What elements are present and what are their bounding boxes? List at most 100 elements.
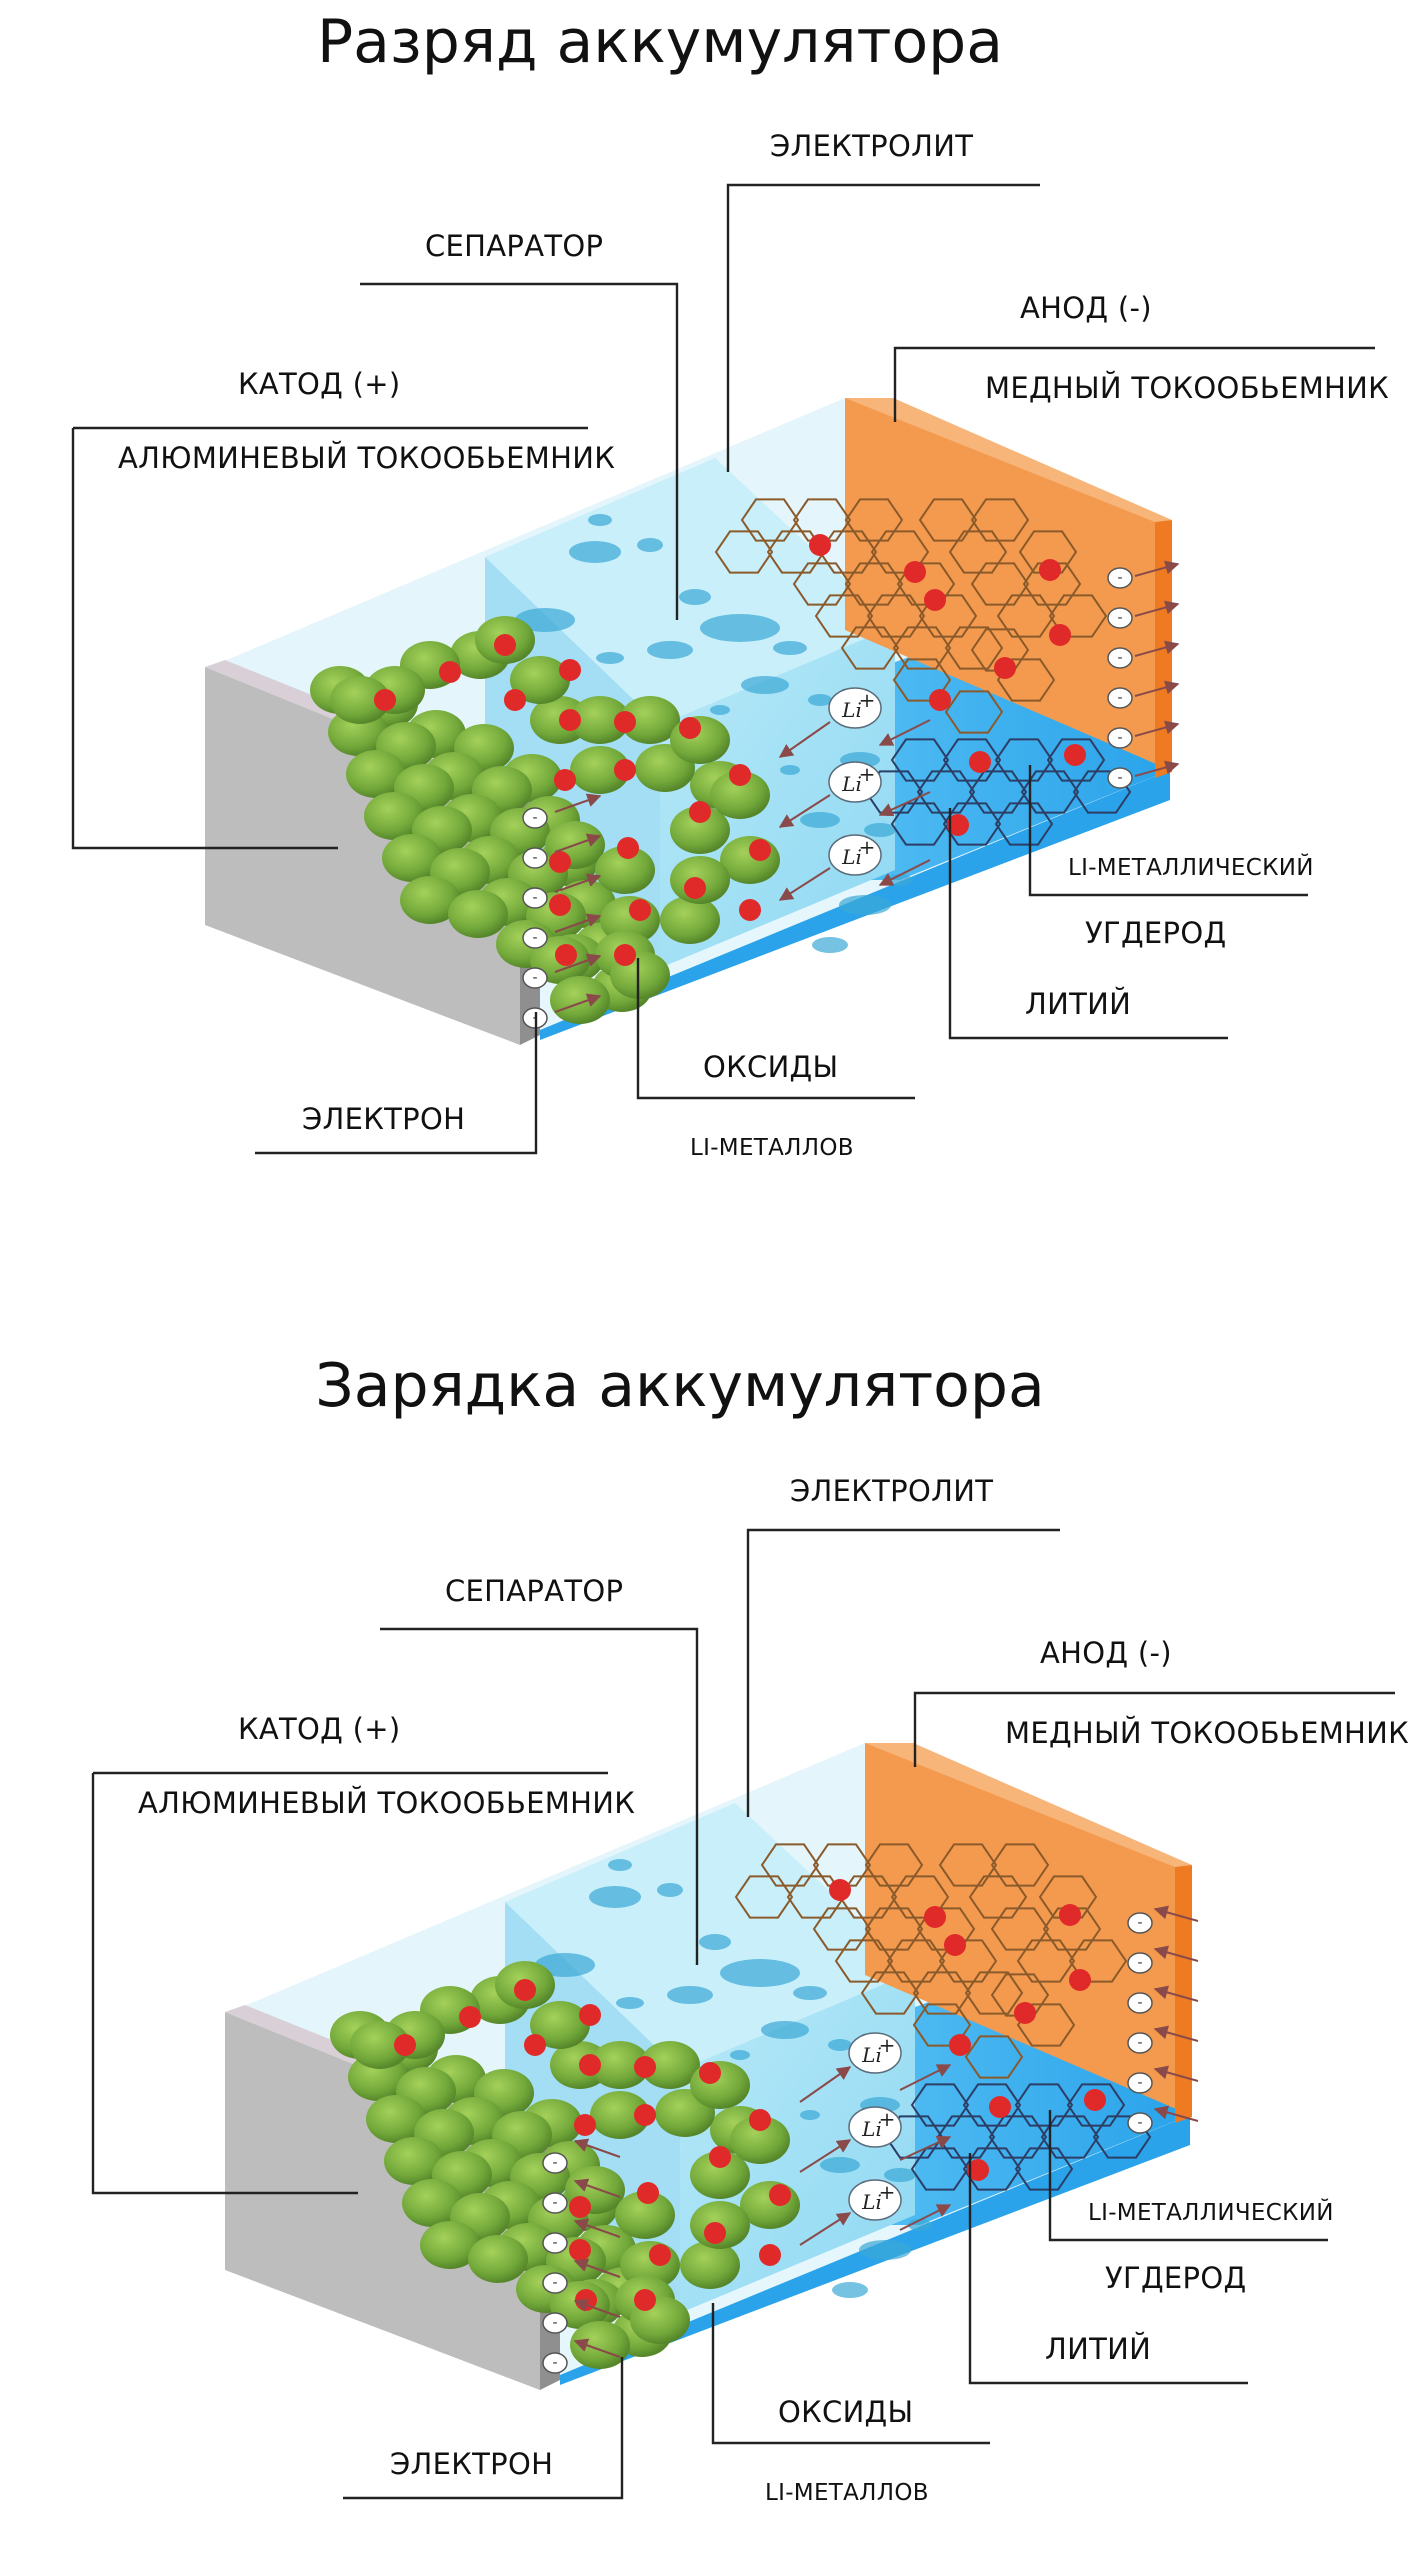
electron: - — [1107, 607, 1133, 629]
separator-pore — [761, 2021, 809, 2039]
electron-flow-arrow — [554, 993, 602, 1013]
electron-flow-arrow — [1134, 760, 1180, 777]
lithium-ion: Li+ — [828, 687, 882, 729]
electron-sign: - — [1137, 2075, 1142, 2091]
electron-bubble — [1107, 607, 1133, 629]
carbon-hex — [918, 594, 978, 638]
carbon-hex — [990, 1843, 1050, 1887]
leader-lines — [91, 1528, 1395, 2500]
copper-top-edge — [845, 398, 1172, 522]
electron: - — [1107, 727, 1133, 749]
discharge-diagram: Разряд аккумулятора Li+Li+Li+-----------… — [71, 7, 1389, 1161]
electron-flow-arrow — [573, 2138, 621, 2158]
electron-sign: - — [1137, 1995, 1142, 2011]
electron-bubble — [1127, 1952, 1153, 1974]
carbon-hex — [942, 802, 1002, 846]
lithium-atom — [689, 801, 711, 823]
electron: - — [1127, 1952, 1153, 1974]
lithium-atom — [649, 2244, 671, 2266]
label-oxides: ОКСИДЫ — [703, 1050, 838, 1084]
separator-pore — [700, 614, 780, 642]
oxide-particle — [570, 696, 630, 744]
carbon-hex — [938, 1939, 998, 1983]
electron-sign: - — [1137, 1915, 1142, 1931]
lithium-atom — [1069, 1969, 1091, 1991]
lithium-atom — [709, 2146, 731, 2168]
ion-flow-arrow — [899, 2135, 952, 2161]
electron-flow-arrow — [573, 2298, 621, 2318]
electron-flow-arrow — [1134, 680, 1180, 697]
oxide-particle — [400, 876, 460, 924]
oxide-particle — [448, 890, 508, 938]
electron-flow-arrow — [573, 2178, 621, 2198]
electron: - — [522, 847, 548, 869]
ion-charge: + — [859, 835, 876, 859]
lithium-atom — [924, 589, 946, 611]
carbon-hex — [1040, 2115, 1100, 2159]
carbon-hex — [968, 770, 1028, 814]
carbon-hex — [912, 1971, 972, 2015]
carbon-hex — [890, 738, 950, 782]
separator-pore — [616, 1997, 644, 2009]
lithium-atom — [904, 561, 926, 583]
oxide-particle — [330, 676, 390, 724]
electron-sign: - — [552, 2195, 557, 2211]
lithium-atom — [924, 1906, 946, 1928]
electron-flow-arrow — [554, 833, 602, 853]
lithium-atom — [555, 944, 577, 966]
lithium-atom — [574, 2114, 596, 2136]
electron: - — [542, 2152, 568, 2174]
lithium-ion: Li+ — [828, 761, 882, 803]
carbon-hex — [1014, 2083, 1074, 2127]
carbon-hex — [812, 1843, 872, 1887]
carbon-hex — [994, 738, 1054, 782]
label-separator: СЕПАРАТОР — [445, 1574, 623, 1608]
carbon-hex — [1048, 594, 1108, 638]
label-li-metallic: LI-МЕТАЛЛИЧЕСКИЙ — [1088, 2198, 1334, 2226]
electron-bubble — [522, 927, 548, 949]
electron-sign: - — [552, 2155, 557, 2171]
lithium-atom — [459, 2006, 481, 2028]
electron: - — [1127, 2072, 1153, 2094]
oxide-particle — [510, 656, 570, 704]
label-separator: СЕПАРАТОР — [425, 229, 603, 263]
label-lithium: ЛИТИЙ — [1045, 2332, 1151, 2366]
electron: - — [542, 2352, 568, 2374]
carbon-hex — [1018, 530, 1078, 574]
lithium-atom — [559, 659, 581, 681]
separator-pore — [637, 538, 663, 552]
carbon-hex — [714, 530, 774, 574]
ion-flow-arrow — [878, 791, 931, 817]
label-carbon: УГДЕРОД — [1085, 916, 1226, 950]
electron-flow-arrow — [573, 2338, 621, 2358]
lithium-atom — [994, 657, 1016, 679]
electron-bubble — [1127, 2072, 1153, 2094]
oxide-particle — [530, 2001, 590, 2049]
electron-bubble — [1127, 1912, 1153, 1934]
lithium-atom — [1084, 2089, 1106, 2111]
discharge-title: Разряд аккумулятора — [317, 7, 1003, 77]
electron: - — [1127, 2112, 1153, 2134]
carbon-hex — [814, 594, 874, 638]
electron-bubble — [1107, 767, 1133, 789]
ion-bubble — [848, 2106, 902, 2148]
lithium-atom — [634, 2104, 656, 2126]
electron: - — [1107, 647, 1133, 669]
electron: - — [1127, 1912, 1153, 1934]
carbon-hex — [844, 498, 904, 542]
electron-flow-arrow — [573, 2258, 621, 2278]
separator-pore — [820, 2157, 860, 2173]
ion-bubble — [828, 687, 882, 729]
label-aluminum-collector: АЛЮМИНЕВЫЙ ТОКООБЬЕМНИК — [118, 441, 615, 475]
electron-flow-arrow — [1134, 560, 1180, 577]
electron-flow-arrow — [1153, 2105, 1199, 2122]
ion-flow-arrow — [778, 721, 831, 758]
oxide-particle — [615, 2191, 675, 2239]
oxide-particle — [570, 2321, 630, 2369]
carbon-hex — [886, 1939, 946, 1983]
carbon-hex — [996, 658, 1056, 702]
electron-bubble — [542, 2312, 568, 2334]
lithium-atom — [684, 877, 706, 899]
lithium-atom — [729, 764, 751, 786]
separator-pore — [812, 937, 848, 953]
